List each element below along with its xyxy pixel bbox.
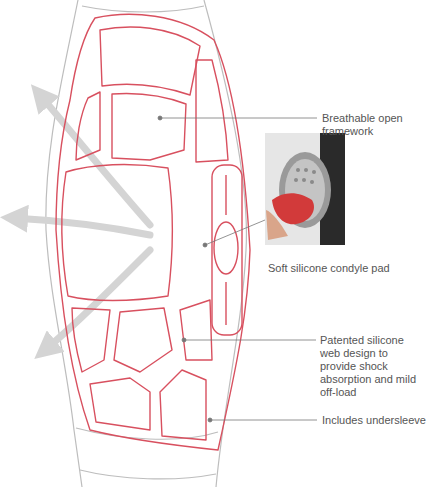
undersleeve bbox=[46, 0, 247, 487]
callout-label: Includes undersleeve bbox=[322, 414, 426, 427]
brace-frame bbox=[56, 14, 250, 450]
callout-label: Patented silicone web design to provide … bbox=[320, 334, 426, 399]
inset-photo bbox=[265, 133, 345, 245]
callout-label: Soft silicone condyle pad bbox=[268, 262, 423, 275]
callout-label: Breathable open framework bbox=[322, 112, 422, 138]
